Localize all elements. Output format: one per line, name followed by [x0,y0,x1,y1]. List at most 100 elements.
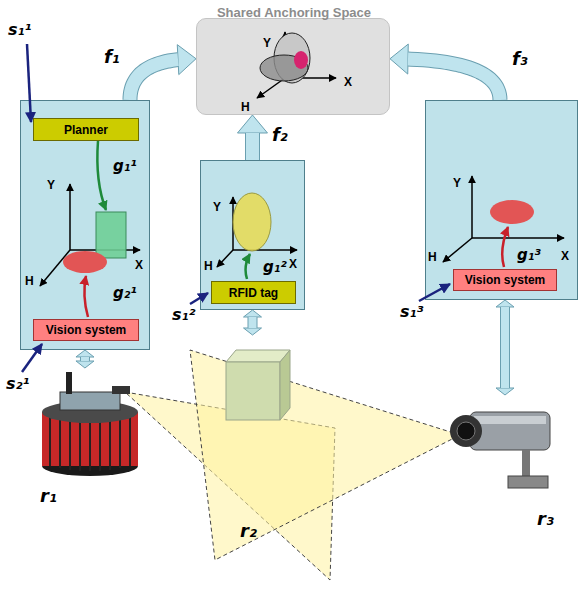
field-of-view [125,350,460,580]
text-slot: H [204,256,213,274]
arrow-outline [130,60,178,100]
text-slot: X [561,246,569,264]
camera-axes [443,176,564,262]
sensor-label: s₁³ [400,302,424,321]
link-arrow [496,300,514,395]
text-slot: Y [47,175,55,193]
arrow-head [390,44,408,74]
shared-space-axes [257,32,336,98]
arrow-head [76,361,94,368]
box-title: Vision system [465,273,545,287]
mapping-label: f₃ [512,48,528,69]
arrow-head [177,45,196,75]
axis-label: X [344,75,352,89]
robot-view-cone [125,392,335,580]
axis-label: X [289,257,297,271]
text-slot: X [135,255,143,273]
text-slot: Planner [34,119,138,140]
vision-box: Vision system [33,319,139,341]
anchoring-arrow [237,115,267,160]
text-slot: g₁² [263,258,287,276]
arrow-shaft [501,307,509,388]
arrow-outline [500,307,510,388]
arrow-outline [80,357,90,361]
box-title: RFID tag [229,286,278,300]
shared-space-panel: Shared Anchoring SpaceYHX [196,18,390,115]
arrow-head [237,115,267,133]
fused-estimates [260,33,310,83]
text-slot: r₂ [240,520,257,541]
text-slot: X [289,254,297,272]
text-slot: f₁ [104,46,120,67]
axis-label: Y [47,178,55,192]
vision-box: Vision system [453,269,557,291]
text-slot: s₁¹ [8,20,32,39]
text-slot: Y [453,173,461,191]
text-slot: H [428,247,437,265]
part-label: r₁ [40,485,57,506]
text-slot: s₁³ [400,302,424,321]
grounding-label: g₁³ [517,246,541,264]
text-slot: r₃ [537,508,554,529]
grounding-label: g₂¹ [113,284,137,302]
robot-panel: PlannerVision system Y H Xg₁¹ g₂¹ [20,100,150,350]
robot-node: r₁ [38,368,143,508]
camera-node: r₃ [440,395,565,530]
axis-label: H [204,259,213,273]
arrow-outline [408,59,500,100]
text-slot: s₂¹ [6,374,30,393]
grounding-arrow [246,254,250,279]
camera-panel: Vision system Y H Xg₁³ [425,100,578,300]
axis-label: X [135,258,143,272]
arrow-shaft [249,317,257,328]
text-slot: f₂ [272,124,288,145]
grounding-arrow [502,227,508,267]
camera-estimate [490,200,534,224]
link-arrow [244,310,262,335]
panel-heading: Shared Anchoring Space [217,5,371,20]
text-slot: s₁² [172,305,196,324]
grounding-arrow [84,276,88,317]
arrow-shaft [246,133,259,160]
mapping-label: f₂ [272,124,288,145]
arrow-shaft [408,59,500,100]
box-title: Vision system [46,323,126,337]
arrow-shaft [130,60,178,100]
robot-axes [40,184,140,286]
grounding-label: g₁¹ [113,157,137,175]
text-slot: Y [263,33,271,51]
text-slot: f₃ [512,48,528,69]
tag-estimate [233,193,271,251]
grounding-label: g₁² [263,258,287,276]
robot-illustration [42,372,138,476]
text-slot: H [241,97,250,115]
camera-illustration [450,412,550,488]
text-slot: g₁¹ [113,157,137,175]
text-slot: Vision system [454,270,556,290]
part-label: r₃ [537,508,554,529]
vision-estimate [63,251,107,273]
camera-view-cone [190,350,460,560]
anchoring-arrow [130,45,196,100]
tag-panel: RFID tagYHXg₁² [200,160,305,310]
sensor-arrows [22,44,450,372]
axis-label: H [25,274,34,288]
axis-label: Y [453,176,461,190]
axis-label: Y [263,36,271,50]
arrow-head [244,310,262,317]
axis-label: H [428,250,437,264]
anchoring-arrow [390,44,500,100]
arrow-head [496,300,514,307]
arrow-shaft [81,357,89,361]
axis-label: X [561,249,569,263]
arrow-outline [245,133,260,160]
text-slot: g₂¹ [113,284,137,302]
text-slot: Shared Anchoring Space [197,3,391,21]
arrow-head [244,328,262,335]
sensor-label: s₁² [172,305,196,324]
sensor-label: s₁¹ [8,20,32,39]
text-slot: H [25,271,34,289]
arrow-outline [248,317,258,328]
